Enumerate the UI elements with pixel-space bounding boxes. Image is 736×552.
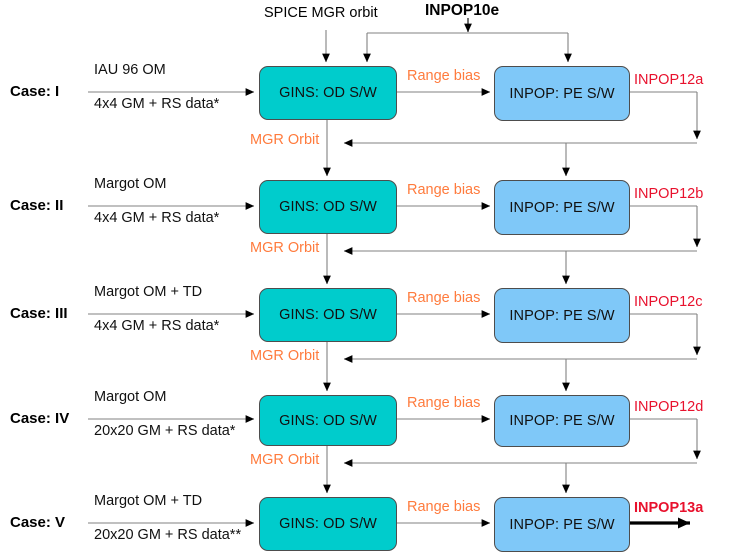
input-top-4: Margot OM: [94, 389, 167, 405]
inpop-node-3[interactable]: INPOP: PE S/W: [494, 288, 630, 343]
range-bias-label-1: Range bias: [407, 68, 481, 84]
input-top-5: Margot OM + TD: [94, 493, 203, 509]
output-label-2: INPOP12b: [634, 186, 704, 202]
case-label-4: Case: IV: [10, 410, 70, 427]
input-bottom-5: 20x20 GM + RS data**: [94, 527, 242, 543]
output-label-3: INPOP12c: [634, 294, 703, 310]
gins-node-4[interactable]: GINS: OD S/W: [259, 395, 397, 446]
range-bias-label-2: Range bias: [407, 182, 481, 198]
output-label-1: INPOP12a: [634, 72, 704, 88]
inpop-node-2[interactable]: INPOP: PE S/W: [494, 180, 630, 235]
input-top-2: Margot OM: [94, 176, 167, 192]
inpop10e-label: INPOP10e: [425, 2, 500, 19]
range-bias-label-4: Range bias: [407, 395, 481, 411]
range-bias-label-3: Range bias: [407, 290, 481, 306]
case-label-1: Case: I: [10, 83, 60, 100]
case-label-2: Case: II: [10, 197, 64, 214]
spice-mgr-orbit-label: SPICE MGR orbit: [264, 5, 378, 21]
gins-node-3[interactable]: GINS: OD S/W: [259, 288, 397, 342]
input-bottom-1: 4x4 GM + RS data*: [94, 96, 220, 112]
feedback-label-2: MGR Orbit: [250, 240, 320, 256]
case-label-5: Case: V: [10, 514, 66, 531]
feedback-label-1: MGR Orbit: [250, 132, 320, 148]
output-label-5: INPOP13a: [634, 500, 704, 516]
inpop-node-5[interactable]: INPOP: PE S/W: [494, 497, 630, 552]
case-label-3: Case: III: [10, 305, 68, 322]
inpop-node-1[interactable]: INPOP: PE S/W: [494, 66, 630, 121]
input-top-3: Margot OM + TD: [94, 284, 203, 300]
output-label-4: INPOP12d: [634, 399, 704, 415]
input-bottom-3: 4x4 GM + RS data*: [94, 318, 220, 334]
range-bias-label-5: Range bias: [407, 499, 481, 515]
input-bottom-4: 20x20 GM + RS data*: [94, 423, 236, 439]
input-top-1: IAU 96 OM: [94, 62, 166, 78]
gins-node-2[interactable]: GINS: OD S/W: [259, 180, 397, 234]
gins-node-1[interactable]: GINS: OD S/W: [259, 66, 397, 120]
inpop-node-4[interactable]: INPOP: PE S/W: [494, 395, 630, 447]
feedback-label-3: MGR Orbit: [250, 348, 320, 364]
feedback-label-4: MGR Orbit: [250, 452, 320, 468]
gins-node-5[interactable]: GINS: OD S/W: [259, 497, 397, 551]
input-bottom-2: 4x4 GM + RS data*: [94, 210, 220, 226]
